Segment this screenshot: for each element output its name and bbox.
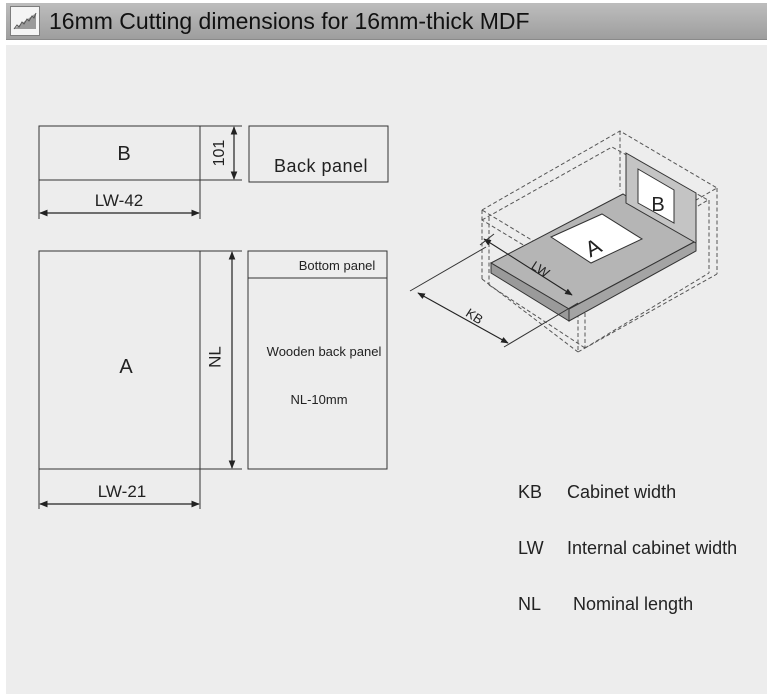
legend-item-lw: LW Internal cabinet width: [518, 538, 737, 559]
diagram-panel: B 101 LW-42 Back panel A NL LW-21 Bottom…: [6, 45, 767, 694]
lw-dimension: [483, 238, 573, 296]
cutting-diagram: B 101 LW-42 Back panel A NL LW-21 Bottom…: [38, 125, 718, 509]
legend-item-nl: NL Nominal length: [518, 594, 693, 615]
kb-label: KB: [463, 305, 486, 327]
panel-b-width-label: LW-42: [95, 191, 144, 210]
wooden-back-panel-rect: [247, 250, 388, 470]
legend-label: Internal cabinet width: [567, 538, 738, 558]
panel-a-width-label: LW-21: [98, 482, 147, 501]
legend-code: NL: [518, 594, 542, 614]
legend-item-kb: KB Cabinet width: [518, 482, 676, 503]
panel-b-label: B: [117, 143, 130, 165]
drawer-side-label: B: [651, 194, 664, 216]
panel-b-rect: [38, 125, 201, 181]
wooden-length-label: NL-10mm: [290, 392, 347, 407]
kb-dimension: [417, 292, 509, 344]
panel-a-label: A: [119, 356, 133, 378]
bottom-panel-label: Bottom panel: [299, 258, 376, 273]
panel-a-rect: [38, 250, 201, 470]
back-panel-label: Back panel: [274, 156, 368, 176]
panel-b-height-label: 101: [211, 140, 228, 167]
legend-code: KB: [518, 482, 543, 502]
legend-code: LW: [518, 538, 544, 558]
panel-a-length-label: NL: [205, 346, 224, 368]
legend-label: Cabinet width: [567, 482, 677, 502]
back-panel-rect: [248, 125, 389, 183]
section-header: 16mm Cutting dimensions for 16mm-thick M…: [6, 3, 767, 40]
legend-label: Nominal length: [573, 594, 694, 614]
wooden-back-panel-label: Wooden back panel: [267, 344, 382, 359]
page-title: 16mm Cutting dimensions for 16mm-thick M…: [49, 8, 530, 34]
saw-cut-icon: [10, 6, 40, 36]
